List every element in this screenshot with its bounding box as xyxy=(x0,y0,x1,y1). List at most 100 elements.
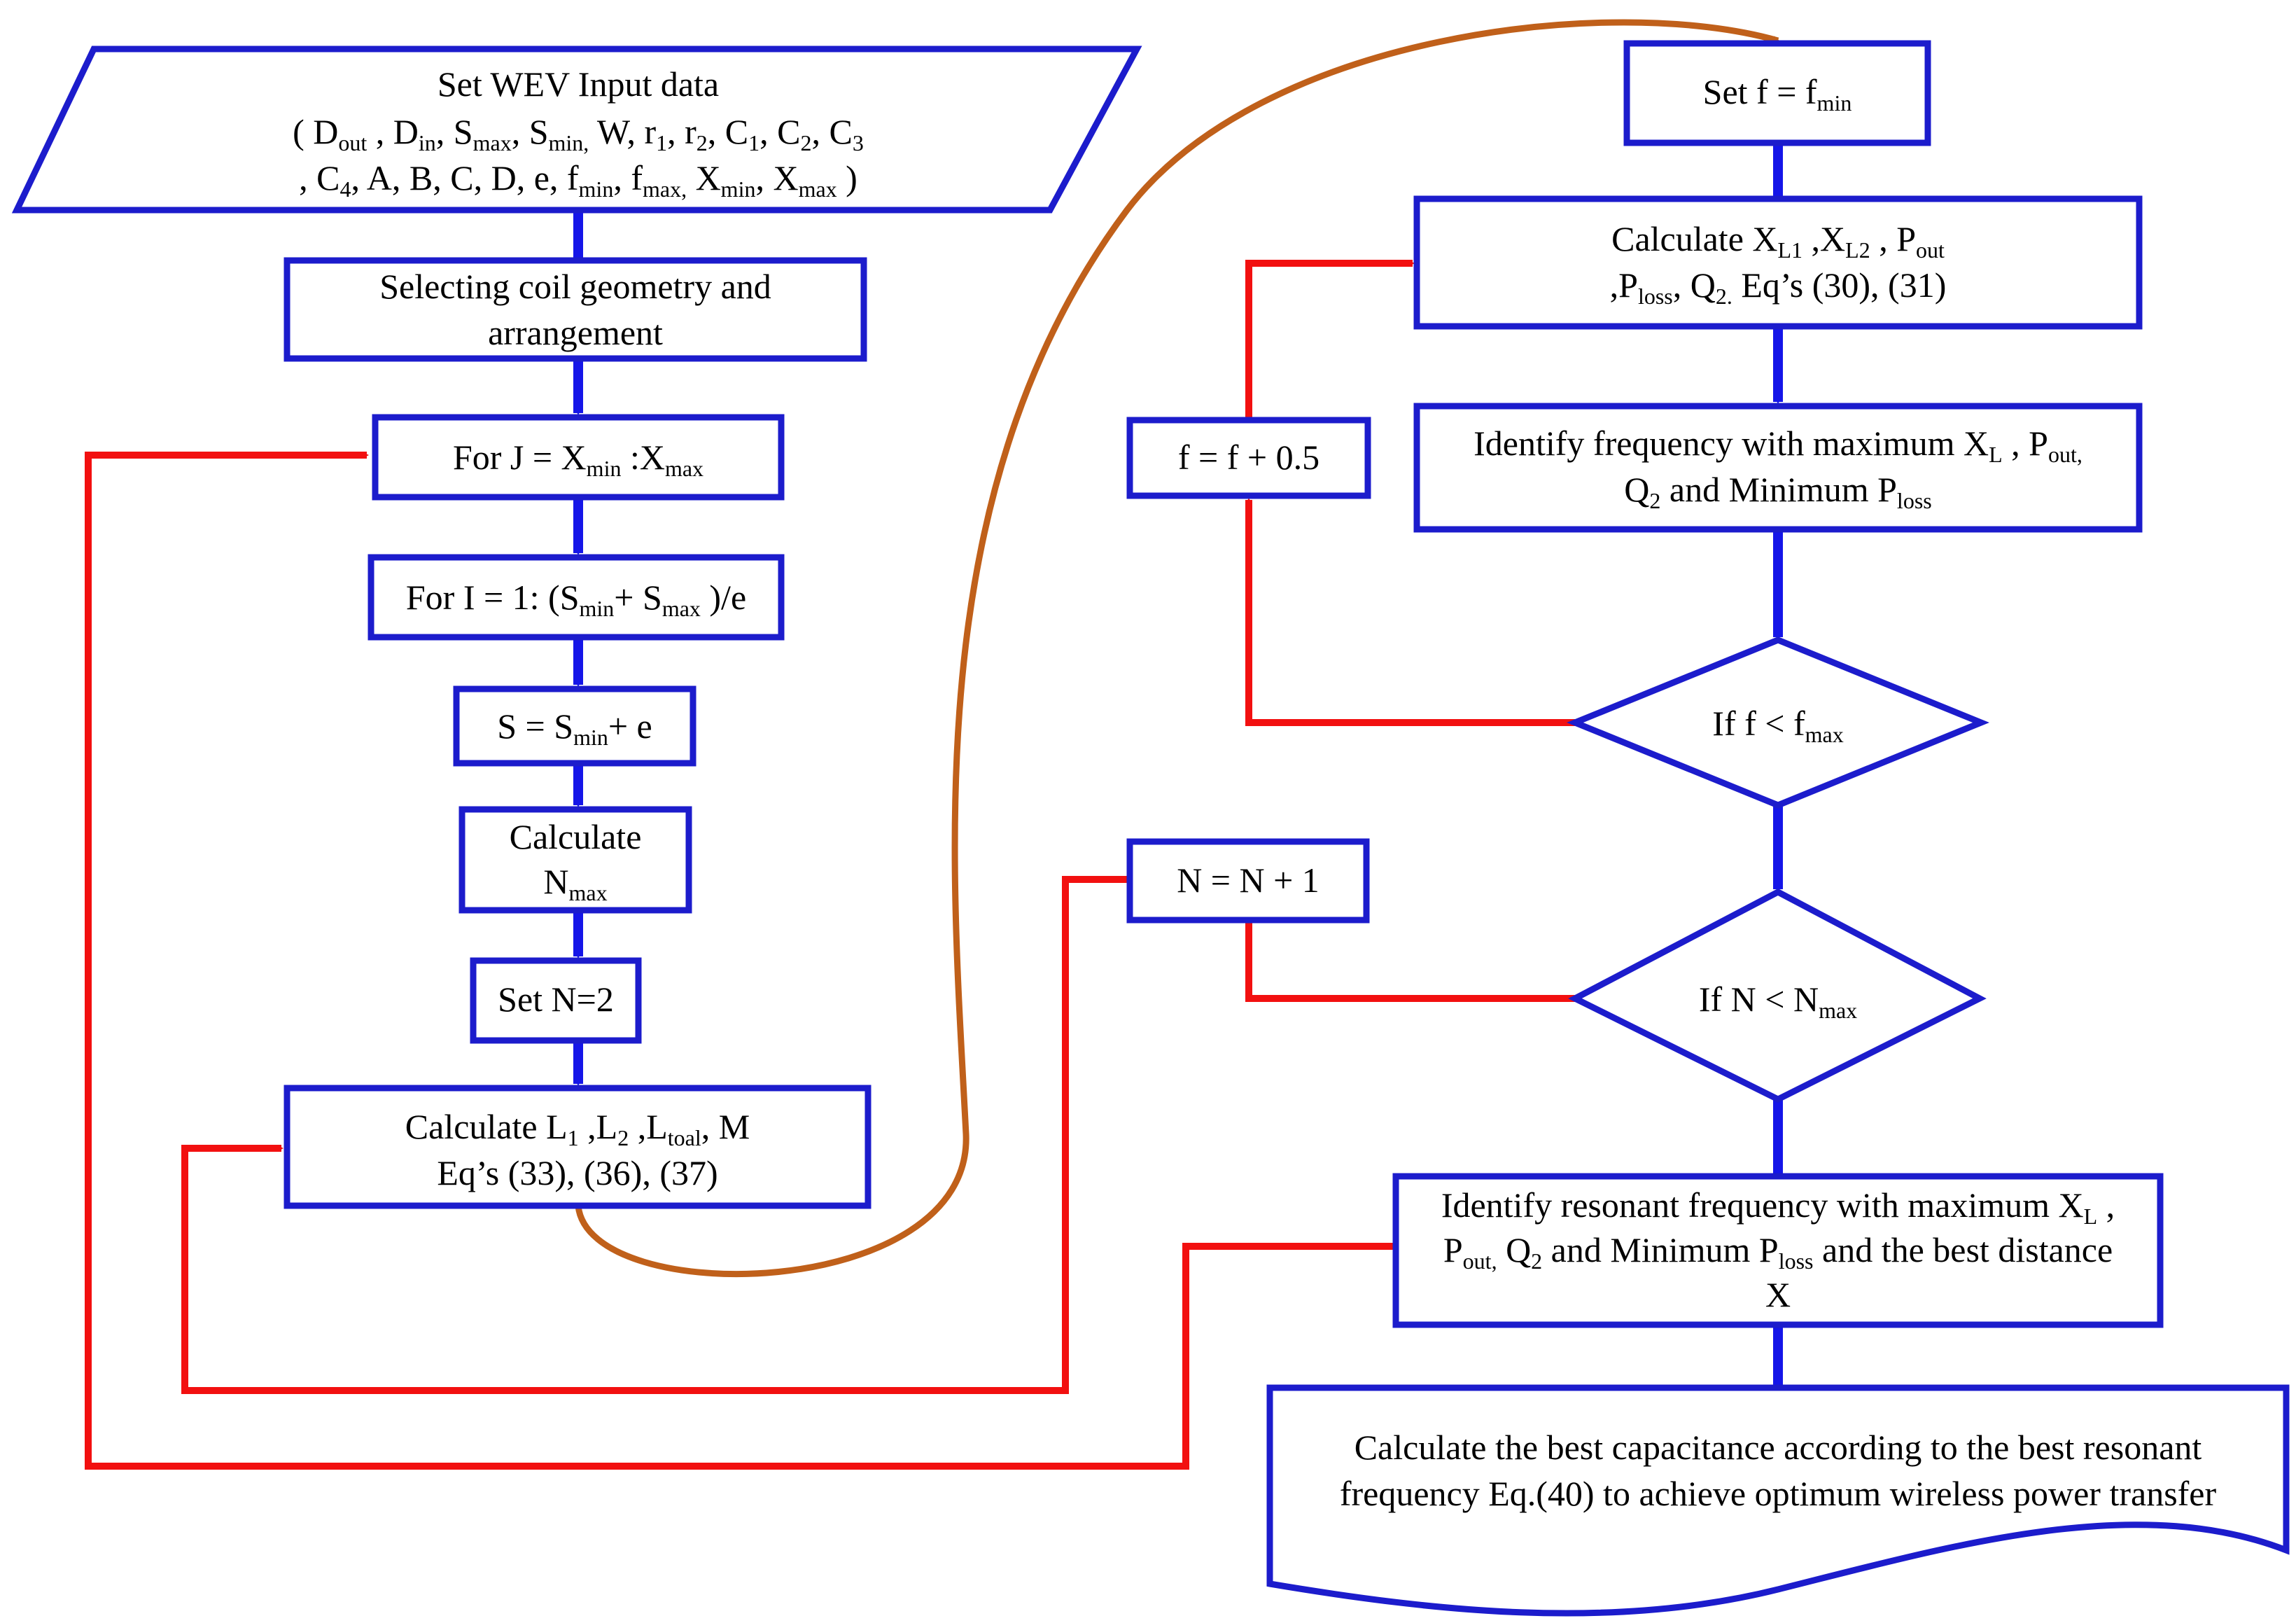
subscript-run: min, xyxy=(549,130,589,155)
text-run: If N < N xyxy=(1699,980,1819,1019)
text-run: , M xyxy=(701,1107,750,1146)
text-run: and Minimum P xyxy=(1542,1230,1779,1269)
text-run: , C xyxy=(708,112,748,151)
identify-frequency-line1: Identify frequency with maximum XL , Pou… xyxy=(1474,424,2082,467)
subscript-run: max xyxy=(665,456,704,481)
text-run: Q xyxy=(1497,1230,1532,1269)
text-run: X xyxy=(687,158,721,197)
loop-f-back-to-calcx xyxy=(1245,260,1415,417)
text-run: N xyxy=(543,862,568,901)
calculate-nmax-box xyxy=(458,806,692,914)
subscript-run: max xyxy=(1805,722,1844,747)
subscript-run: 2. xyxy=(1716,284,1732,309)
identify-frequency-line2: Q2 and Minimum Ploss xyxy=(1624,470,1931,513)
set-f-box xyxy=(1623,40,1931,146)
text-run: , C xyxy=(812,112,853,151)
coil-geometry-line2: arrangement xyxy=(488,313,663,352)
calculate-l-line1: Calculate L1 ,L2 ,Ltoal, M xyxy=(405,1107,750,1150)
subscript-run: 1 xyxy=(568,1125,579,1150)
text-run: , xyxy=(2097,1185,2115,1225)
text-run: If f < f xyxy=(1712,704,1805,743)
loop-f-increment xyxy=(1245,498,1575,726)
calculate-nmax-line1: Calculate xyxy=(510,817,642,856)
subscript-run: 2 xyxy=(1649,488,1660,513)
loop-n-increment xyxy=(1245,921,1575,1002)
text-run: , P xyxy=(1870,219,1916,258)
text-run: ,L xyxy=(579,1107,618,1146)
if-n-label: If N < Nmax xyxy=(1699,980,1857,1023)
text-run: )/e xyxy=(701,578,746,617)
text-run: Identify resonant frequency with maximum… xyxy=(1441,1185,2084,1225)
set-n-box xyxy=(470,957,642,1044)
best-capacitance-line2: frequency Eq.(40) to achieve optimum wir… xyxy=(1340,1474,2217,1513)
text-run: W, r xyxy=(589,112,656,151)
n-increment-box xyxy=(1126,838,1370,924)
subscript-run: max xyxy=(473,130,512,155)
text-run: Identify frequency with maximum X xyxy=(1474,424,1989,463)
text-run: S = S xyxy=(497,706,573,746)
subscript-run: 2 xyxy=(696,130,708,155)
if-n-decision xyxy=(1568,888,1987,1103)
subscript-run: max, xyxy=(643,176,687,202)
text-run: and Minimum P xyxy=(1660,470,1897,509)
subscript-run: max xyxy=(799,176,837,202)
identify-resonant-line2: Pout, Q2 and Minimum Ploss and the best … xyxy=(1443,1230,2113,1274)
text-run: ( D xyxy=(293,112,338,151)
text-run: , A, B, C, D, e, f xyxy=(351,158,579,197)
subscript-run: min xyxy=(1817,90,1852,116)
for-i-label: For I = 1: (Smin+ Smax )/e xyxy=(406,578,746,621)
loop-n-back-to-calcl xyxy=(181,876,1130,1394)
subscript-run: 2 xyxy=(617,1125,629,1150)
labels: Set WEV Input data ( Dout , Din, Smax, S… xyxy=(293,64,2216,1513)
subscript-run: min xyxy=(587,456,622,481)
for-j-box xyxy=(372,414,785,501)
subscript-run: out xyxy=(338,130,367,155)
text-run: For I = 1: (S xyxy=(406,578,580,617)
subscript-run: L xyxy=(1989,442,2003,467)
set-n-label: Set N=2 xyxy=(498,980,614,1019)
subscript-run: loss xyxy=(1638,284,1673,309)
text-run: , r xyxy=(667,112,696,151)
text-run: , D xyxy=(367,112,419,151)
subscript-run: L xyxy=(2084,1204,2098,1229)
subscript-run: max xyxy=(569,880,608,905)
subscript-run: 1 xyxy=(656,130,667,155)
subscript-run: L2 xyxy=(1845,237,1870,263)
subscript-run: min xyxy=(580,596,615,621)
subscript-run: min xyxy=(579,176,614,202)
identify-resonant-box xyxy=(1392,1173,2164,1328)
text-run: Set f = f xyxy=(1703,72,1817,111)
subscript-run: out, xyxy=(1463,1248,1497,1274)
text-run: , f xyxy=(613,158,643,197)
f-increment-label: f = f + 0.5 xyxy=(1178,438,1320,477)
text-run: :X xyxy=(621,438,665,477)
s-assign-label: S = Smin+ e xyxy=(497,706,652,750)
jump-calcl-to-setf xyxy=(575,19,1780,1278)
calculate-nmax-line2: Nmax xyxy=(543,862,607,905)
identify-resonant-line1: Identify resonant frequency with maximum… xyxy=(1441,1185,2115,1229)
text-run: Q xyxy=(1624,470,1649,509)
calculate-x-line2: ,Ploss, Q2. Eq’s (30), (31) xyxy=(1610,265,1947,309)
text-run: Eq’s (30), (31) xyxy=(1732,265,1947,305)
subscript-run: loss xyxy=(1897,488,1932,513)
input-data-parallelogram xyxy=(11,46,1142,214)
text-run: , S xyxy=(512,112,549,151)
calculate-x-box xyxy=(1413,195,2143,330)
subscript-run: max xyxy=(1819,998,1857,1023)
subscript-run: 1 xyxy=(748,130,760,155)
calculate-l-line2: Eq’s (33), (36), (37) xyxy=(437,1153,718,1192)
text-run: + S xyxy=(614,578,662,617)
best-capacitance-document xyxy=(1266,1384,2290,1617)
set-f-label: Set f = fmin xyxy=(1703,72,1852,116)
input-data-vars-line2: , C4, A, B, C, D, e, fmin, fmax, Xmin, X… xyxy=(299,158,858,202)
text-run: ,P xyxy=(1610,265,1638,305)
loop-j-back-to-forj xyxy=(85,452,1396,1470)
f-increment-box xyxy=(1126,417,1371,499)
n-increment-label: N = N + 1 xyxy=(1177,861,1320,900)
text-run: , X xyxy=(755,158,798,197)
subscript-run: max xyxy=(662,596,701,621)
coil-geometry-box xyxy=(284,257,867,362)
subscript-run: min xyxy=(573,725,608,750)
text-run: , Q xyxy=(1673,265,1716,305)
subscript-run: 3 xyxy=(853,130,864,155)
